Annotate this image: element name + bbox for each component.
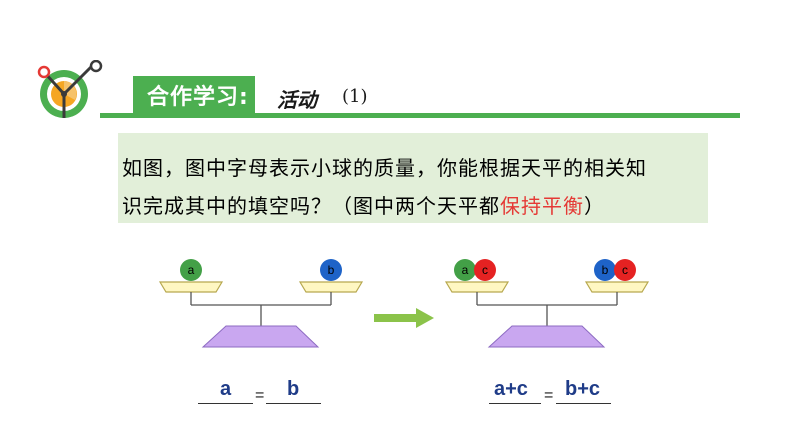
question-line-1: 如图，图中字母表示小球的质量，你能根据天平的相关知 [122,156,647,180]
right-balance-base [487,325,606,348]
question-line-2-end: ） [584,194,605,218]
question-line-2: 识完成其中的填空吗？（图中两个天平都保持平衡） [122,190,605,219]
right-balance-left-pan [444,281,510,293]
question-line-2-text: 识完成其中的填空吗？（图中两个天平都 [122,194,500,218]
ball-a-label: a [188,263,195,277]
equation-right-lhs: a+c [494,378,528,400]
equation-left-rhs: b [287,378,300,400]
ball-c-label: c [482,263,488,277]
left-balance: a b [158,259,364,348]
right-arrow-icon [374,308,434,328]
equation-right-lhs-blank [489,403,541,404]
activity-title: 活动 [277,88,317,112]
right-balance-right-pan [584,281,650,293]
left-balance-base [201,325,320,348]
ball-a [454,259,476,281]
question-box [118,133,708,223]
ball-a [180,259,202,281]
left-balance-right-pan [298,281,364,293]
equation-left-rhs-blank [266,403,321,404]
ball-a-label: a [462,263,469,277]
equation-right-rhs: b+c [565,378,601,400]
header-divider [100,113,740,118]
ball-c-label: c [622,263,628,277]
ball-b [594,259,616,281]
ball-b-label: b [602,263,609,277]
compass-logo-icon [37,60,103,118]
ball-c [474,259,496,281]
ball-b-label: b [328,263,335,277]
ball-c [614,259,636,281]
equation-right-rhs-blank [556,403,611,404]
right-balance: a c b c [444,259,650,348]
equation-left-lhs-blank [198,403,253,404]
ball-b [320,259,342,281]
equation-right-sign: = [544,387,554,404]
question-highlight: 保持平衡 [500,194,584,218]
equation-left-sign: = [255,387,265,404]
activity-number: (1) [342,86,368,107]
section-tab-label: 合作学习: [147,85,249,110]
equation-left-lhs: a [220,378,232,400]
left-balance-left-pan [158,281,224,293]
section-tab [133,76,255,113]
